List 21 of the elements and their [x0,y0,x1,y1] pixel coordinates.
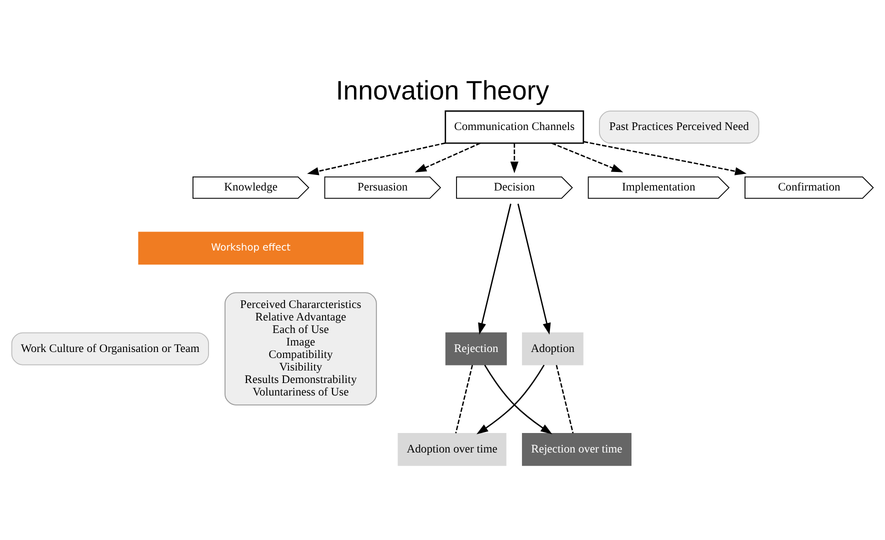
arrow [510,143,518,174]
diagram-title: Innovation Theory [336,75,550,106]
node-box: Past Practices Perceived Need [598,110,760,144]
node-box: Adoption over time [398,432,506,466]
node-box: Perceived Chararcteristics Relative Advantage Each of Use Image Compatibility Visibility Results Demonstrability Voluntariness of Use [224,292,377,406]
arrow [478,204,512,335]
node-box: Adoption [522,332,584,366]
node-box: Communication Channels [444,110,584,144]
arrow [517,204,551,335]
node-box: Rejection over time [522,432,632,466]
arrow [584,141,747,176]
arrow [414,142,480,172]
arrow [484,364,552,434]
node-box: Work Culture of Organisation or Team [11,332,209,366]
connector [556,364,574,434]
arrow [476,364,545,434]
arrow [552,142,624,172]
connector [455,364,473,434]
arrow [307,142,446,176]
node-box: Workshop effect [138,232,364,265]
node-box: Rejection [445,332,507,366]
